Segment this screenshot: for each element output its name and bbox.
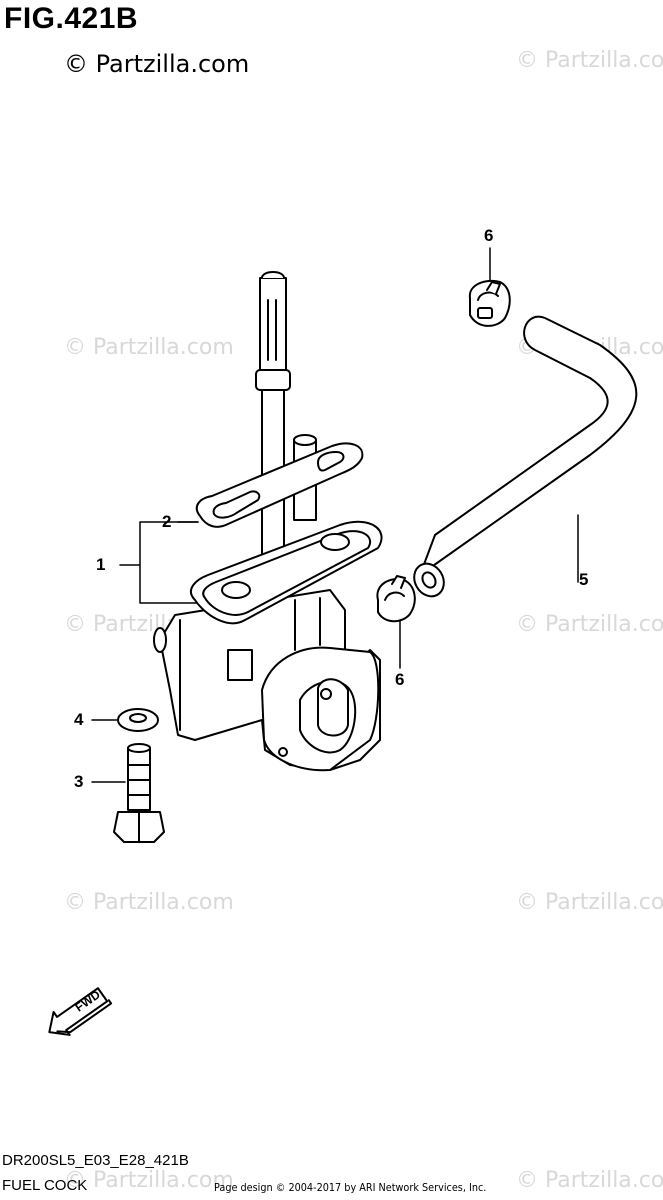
- o-ring-seal: [189, 520, 383, 625]
- diagram-name: FUEL COCK: [2, 1177, 88, 1194]
- fwd-arrow: [48, 987, 113, 1036]
- watermark: © Partzilla.com: [64, 335, 234, 360]
- diagram-code: DR200SL5_E03_E28_421B: [2, 1152, 189, 1169]
- callout-4: 4: [74, 710, 84, 729]
- callout-1: 1: [96, 555, 106, 574]
- watermark: © Partzilla.com: [516, 612, 663, 637]
- watermark: © Partzilla.com: [516, 48, 663, 73]
- hose-clamp-upper: [468, 279, 511, 327]
- callout-3: 3: [74, 772, 84, 791]
- callout-6-upper: 6: [484, 226, 494, 245]
- bolt: [113, 743, 165, 843]
- copyright-notice: © Partzilla.com: [64, 50, 250, 78]
- washer: [117, 708, 159, 732]
- watermark: © Partzilla.com: [516, 1168, 663, 1193]
- watermark: © Partzilla.com: [64, 1168, 234, 1193]
- fuel-cock-body: [153, 589, 381, 772]
- page-design-credit: Page design © 2004-2017 by ARI Network S…: [214, 1181, 487, 1194]
- hose-clamp-lower: [376, 575, 416, 623]
- watermark: © Partzilla.com: [516, 890, 663, 915]
- callout-5: 5: [579, 570, 589, 589]
- callout-2: 2: [162, 512, 172, 531]
- fuel-hose: [413, 315, 638, 598]
- gasket: [195, 442, 364, 528]
- figure-title: FIG.421B: [4, 2, 139, 35]
- leader-lines: [91, 247, 579, 783]
- callout-6-lower: 6: [395, 670, 405, 689]
- watermark: © Partzilla.com: [64, 890, 234, 915]
